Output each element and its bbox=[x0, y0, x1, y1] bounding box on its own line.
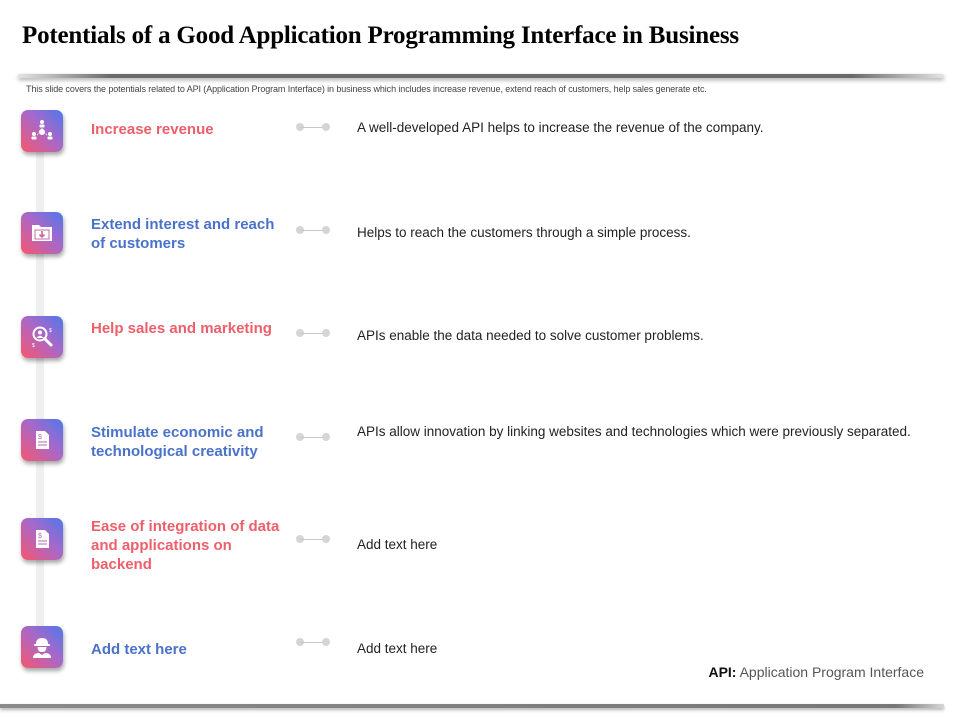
connector bbox=[296, 226, 330, 234]
title-divider bbox=[18, 74, 944, 78]
item-heading: Ease of integration of data and applicat… bbox=[91, 518, 280, 573]
footnote-term: API: bbox=[708, 664, 737, 680]
svg-text:$: $ bbox=[38, 434, 42, 441]
slide-subtitle: This slide covers the potentials related… bbox=[26, 84, 707, 94]
network-people-icon bbox=[21, 110, 63, 152]
item-heading: Add text here bbox=[91, 641, 187, 658]
connector bbox=[296, 638, 330, 646]
svg-text:$: $ bbox=[38, 533, 42, 540]
item-description: APIs allow innovation by linking website… bbox=[357, 424, 911, 439]
footnote-definition: Application Program Interface bbox=[736, 664, 924, 680]
item-heading: Increase revenue bbox=[91, 121, 214, 138]
search-user-icon: $ $ bbox=[21, 316, 63, 358]
item-heading: Stimulate economic and technological cre… bbox=[91, 424, 264, 460]
svg-text:$: $ bbox=[49, 328, 52, 334]
timeline-bar bbox=[36, 140, 44, 640]
api-footnote: API: Application Program Interface bbox=[708, 664, 924, 680]
item-description: Add text here bbox=[357, 641, 438, 656]
worker-helmet-icon bbox=[21, 626, 63, 668]
item-description: APIs enable the data needed to solve cus… bbox=[357, 328, 704, 343]
connector bbox=[296, 329, 330, 337]
item-heading: Help sales and marketing bbox=[91, 320, 272, 337]
item-description: Add text here bbox=[357, 537, 438, 552]
bottom-divider bbox=[0, 704, 944, 708]
invoice-dollar-icon: $ bbox=[21, 419, 63, 461]
item-heading: Extend interest and reach of customers bbox=[91, 216, 275, 252]
invoice-dollar-icon: $ bbox=[21, 518, 63, 560]
folder-download-icon bbox=[21, 212, 63, 254]
connector bbox=[296, 535, 330, 543]
svg-text:$: $ bbox=[32, 343, 35, 349]
slide-title: Potentials of a Good Application Program… bbox=[22, 22, 739, 49]
item-description: Helps to reach the customers through a s… bbox=[357, 225, 691, 240]
connector bbox=[296, 433, 330, 441]
item-description: A well-developed API helps to increase t… bbox=[357, 120, 764, 135]
connector bbox=[296, 123, 330, 131]
